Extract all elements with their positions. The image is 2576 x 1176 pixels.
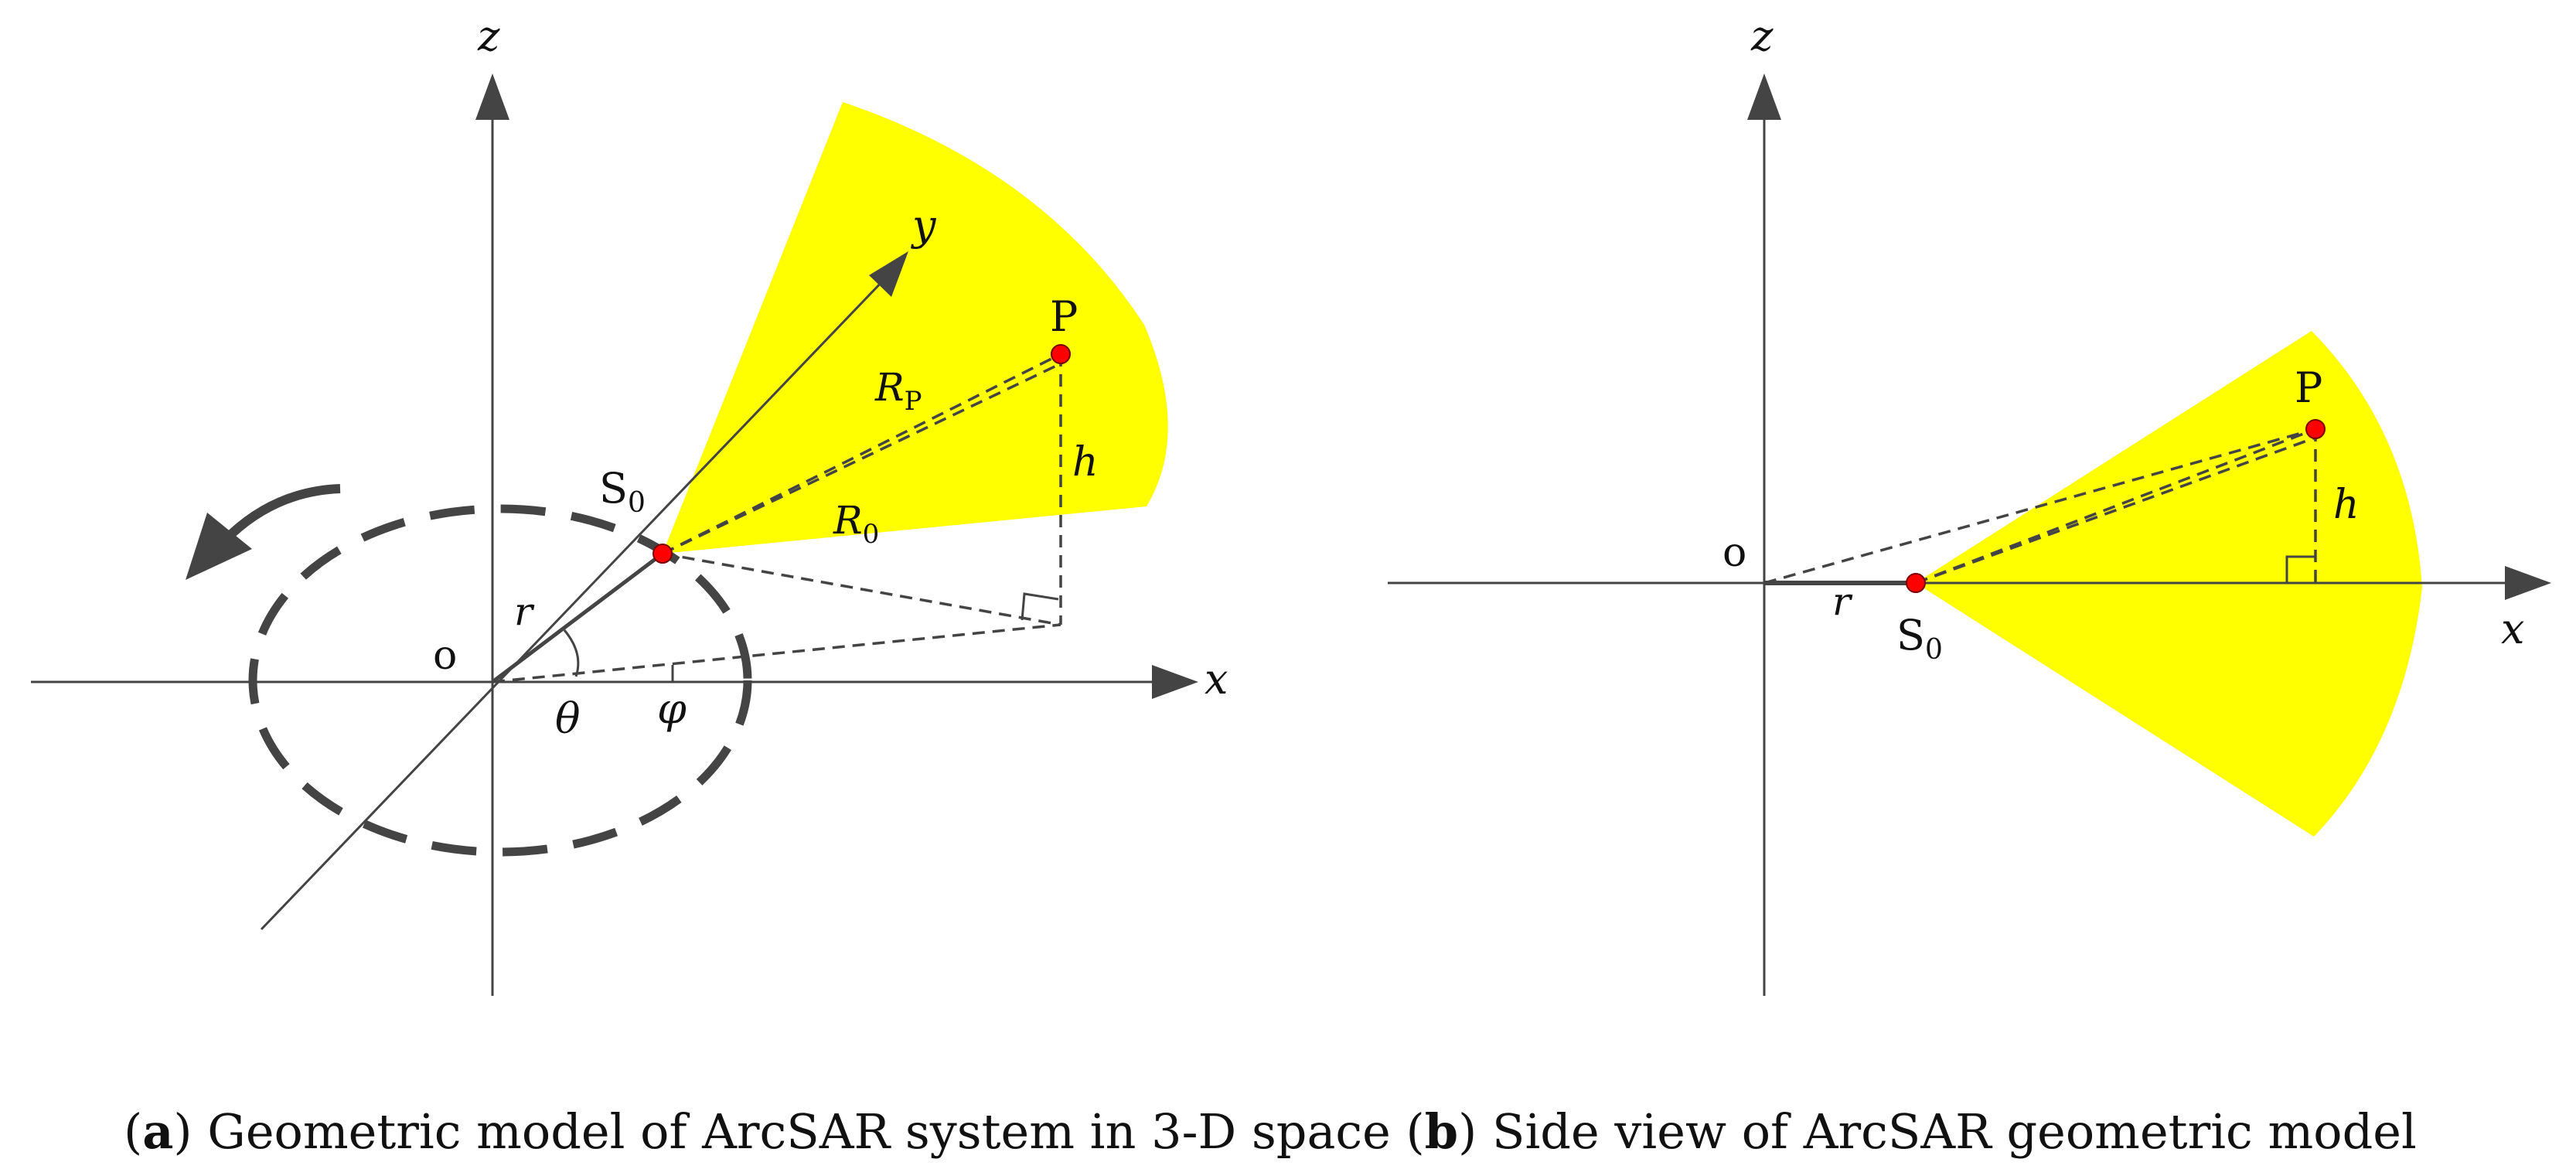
panel-b-side-view: z x o S0 P h r: [1388, 12, 2551, 996]
y-axis-a: [260, 277, 887, 931]
y-label-a: y: [911, 201, 937, 250]
figure-caption: (a) Geometric model of ArcSAR system in …: [124, 1103, 2417, 1160]
range-p-label: RP: [874, 365, 922, 417]
x-label-a: x: [1205, 655, 1228, 704]
height-label-a: h: [1072, 439, 1099, 486]
sensor-point-a: [653, 544, 673, 564]
height-label-b: h: [2333, 482, 2360, 528]
right-angle-mark-a: [1021, 592, 1059, 621]
sensor-label-a: S0: [599, 464, 646, 519]
origin-label-b: o: [1722, 530, 1746, 576]
target-label-b: P: [2295, 363, 2322, 412]
x-label-b: x: [2501, 605, 2524, 653]
panel-a-3d-model: z y x o S0 P RP R0 h r θ φ: [31, 12, 1228, 996]
z-label-a: z: [477, 12, 500, 60]
theta-label: θ: [555, 694, 581, 743]
right-angle-mark-b: [2285, 555, 2315, 583]
x-arrow-b: [2505, 566, 2551, 600]
sensor-label-b: S0: [1896, 611, 1943, 666]
theta-arc: [563, 629, 580, 677]
origin-label-a: o: [433, 632, 457, 679]
radius-label-b: r: [1832, 579, 1853, 624]
z-arrow-a: [475, 73, 509, 120]
sensor-point-b: [1906, 573, 1926, 593]
radius-label-a: r: [514, 589, 535, 634]
z-arrow-b: [1747, 73, 1781, 120]
dashed-lines-a: [491, 353, 1065, 683]
target-point-b: [2305, 419, 2326, 439]
range-0-label: R0: [833, 498, 879, 550]
z-label-b: z: [1750, 12, 1774, 60]
phi-label: φ: [657, 684, 687, 733]
curved-arrow-icon: [186, 484, 341, 580]
x-arrow-a: [1152, 665, 1198, 699]
y-arrow-a: [869, 251, 908, 297]
target-label-a: P: [1050, 292, 1078, 341]
beam-sector-a: [663, 102, 1168, 554]
target-point-a: [1051, 344, 1071, 364]
rotation-path: [248, 504, 752, 857]
